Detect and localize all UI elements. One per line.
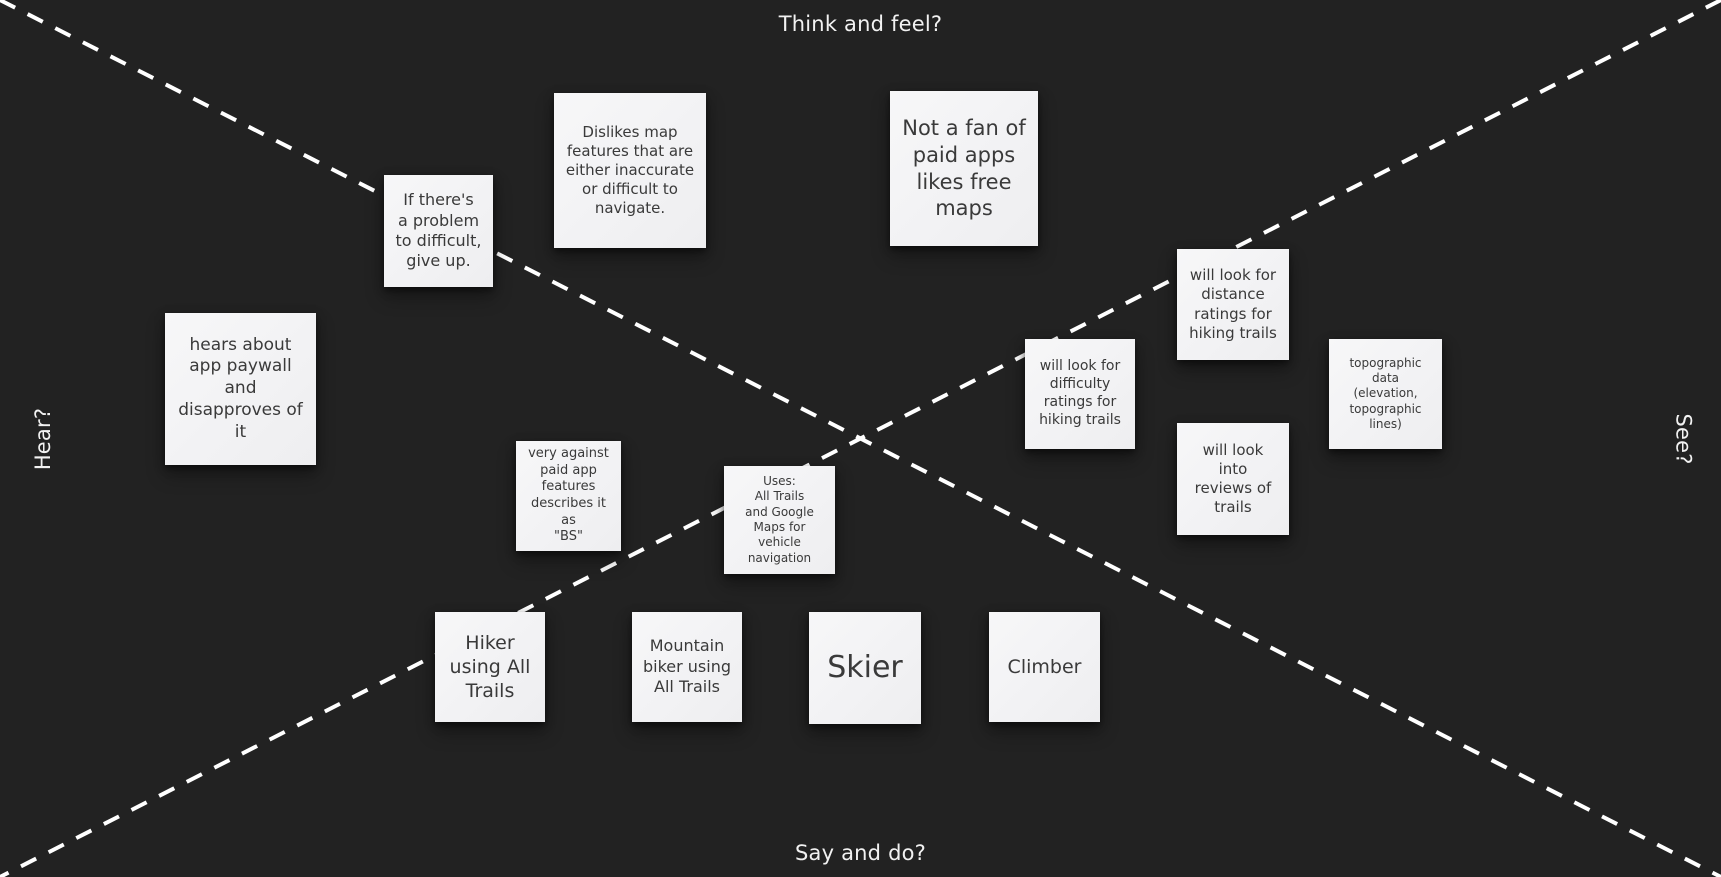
- quadrant-label-hear: Hear?: [31, 407, 56, 470]
- sticky-note-uses-all-trails-google-maps[interactable]: Uses: All Trails and Google Maps for veh…: [724, 466, 835, 574]
- sticky-note-will-look-for-distance-ratings[interactable]: will look for distance ratings for hikin…: [1177, 249, 1289, 360]
- sticky-note-if-theres-a-problem[interactable]: If there's a problem to difficult, give …: [384, 175, 493, 287]
- quadrant-label-say-and-do: Say and do?: [794, 841, 926, 865]
- sticky-note-will-look-for-difficulty-ratings[interactable]: will look for difficulty ratings for hik…: [1025, 339, 1135, 449]
- sticky-note-not-a-fan-of-paid-apps[interactable]: Not a fan of paid apps likes free maps: [890, 91, 1038, 246]
- sticky-note-dislikes-map-features[interactable]: Dislikes map features that are either in…: [554, 93, 706, 248]
- sticky-note-will-look-into-reviews-of-trails[interactable]: will look into reviews of trails: [1177, 423, 1289, 535]
- sticky-note-hears-about-app-paywall[interactable]: hears about app paywall and disapproves …: [165, 313, 316, 465]
- quadrant-label-see: See?: [1671, 412, 1696, 465]
- sticky-note-skier[interactable]: Skier: [809, 612, 921, 724]
- sticky-note-topographic-data[interactable]: topographic data (elevation, topographic…: [1329, 339, 1442, 449]
- sticky-note-climber[interactable]: Climber: [989, 612, 1100, 722]
- quadrant-label-think-and-feel: Think and feel?: [778, 12, 943, 36]
- sticky-note-mountain-biker-using-all-trails[interactable]: Mountain biker using All Trails: [632, 612, 742, 722]
- sticky-note-hiker-using-all-trails[interactable]: Hiker using All Trails: [435, 612, 545, 722]
- sticky-note-very-against-paid-app-features[interactable]: very against paid app features describes…: [516, 441, 621, 551]
